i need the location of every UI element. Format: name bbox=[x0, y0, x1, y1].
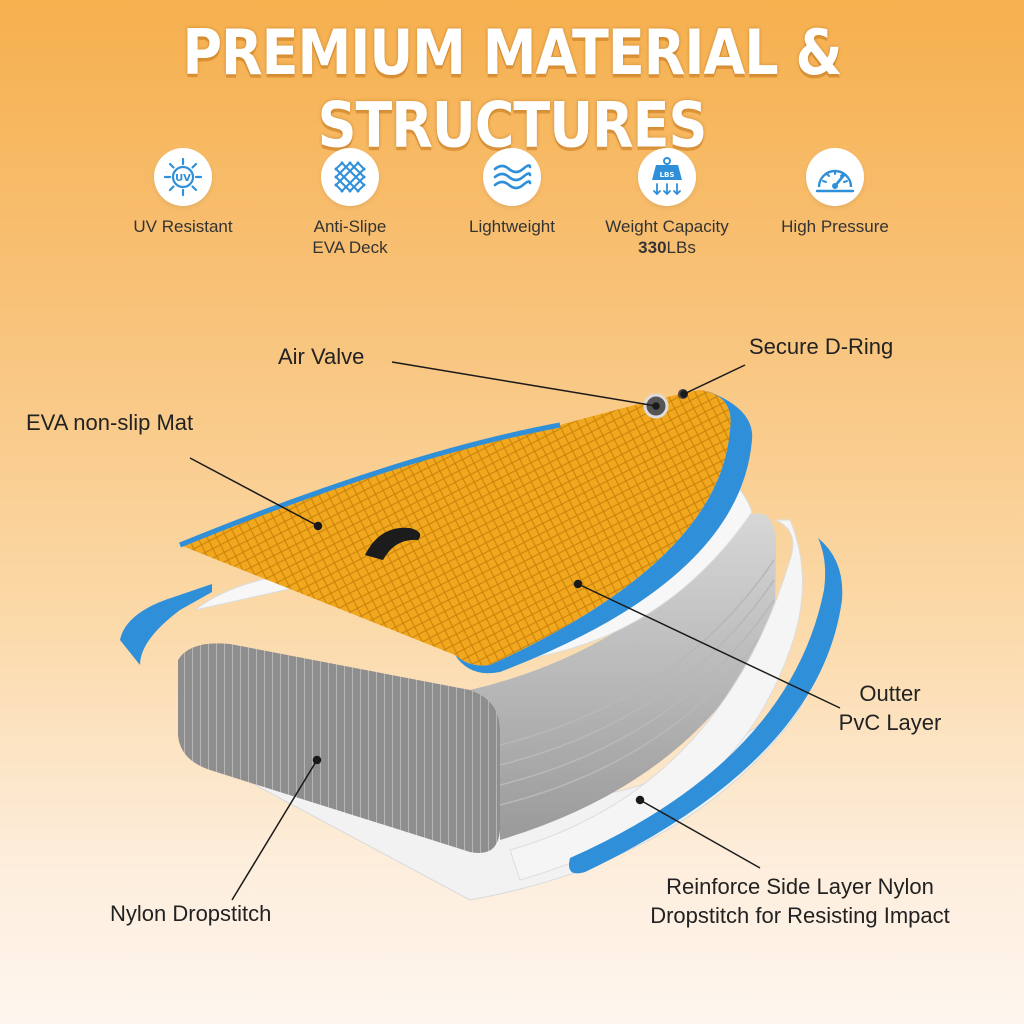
leader-d-ring bbox=[683, 364, 746, 395]
eva-deck bbox=[180, 390, 731, 666]
callout-reinforce-line2: Dropstitch for Resisting Impact bbox=[650, 903, 950, 928]
deck-top-edge bbox=[179, 422, 561, 548]
feature-weight-capacity: LBS Weight Capacity 330LBs bbox=[582, 148, 752, 258]
capacity-value: 330 bbox=[638, 238, 667, 257]
leader-dot-dropstitch bbox=[312, 755, 322, 765]
feature-lightweight: Lightweight bbox=[427, 148, 597, 237]
leader-reinforce bbox=[639, 799, 761, 869]
feature-row: UV UV Resistant Anti-Slipe EVA Deck bbox=[0, 148, 1024, 278]
reinforce-side-rail bbox=[569, 538, 843, 874]
feature-anti-slip: Anti-Slipe EVA Deck bbox=[265, 148, 435, 258]
feature-label-line1: Weight Capacity bbox=[605, 217, 729, 236]
leader-dot-eva-mat bbox=[313, 521, 323, 531]
callout-reinforce: Reinforce Side Layer Nylon Dropstitch fo… bbox=[600, 872, 1000, 930]
dropstitch-side bbox=[470, 513, 776, 840]
leader-outer-pvc bbox=[577, 583, 841, 709]
feature-uv-resistant: UV UV Resistant bbox=[98, 148, 268, 237]
feature-label: Weight Capacity 330LBs bbox=[582, 216, 752, 258]
feature-label: High Pressure bbox=[781, 217, 889, 236]
waves-icon bbox=[483, 148, 541, 206]
deck-blue-edge bbox=[455, 390, 753, 674]
dropstitch-core bbox=[178, 643, 500, 854]
callout-dropstitch: Nylon Dropstitch bbox=[110, 901, 272, 926]
anti-slip-mesh-icon bbox=[321, 148, 379, 206]
blue-rail-left bbox=[120, 584, 212, 665]
pressure-gauge-icon bbox=[806, 148, 864, 206]
callout-outer-pvc-line2: PvC Layer bbox=[838, 710, 942, 735]
lbs-badge-text: LBS bbox=[660, 171, 675, 179]
callout-d-ring: Secure D-Ring bbox=[749, 334, 894, 359]
callout-reinforce-line1: Reinforce Side Layer Nylon bbox=[666, 874, 934, 899]
leader-eva-mat bbox=[189, 457, 319, 527]
uv-sun-icon: UV bbox=[154, 148, 212, 206]
callout-outer-pvc-line1: Outter bbox=[859, 681, 921, 706]
feature-label-line1: Anti-Slipe bbox=[313, 217, 387, 236]
feature-high-pressure: High Pressure bbox=[750, 148, 920, 237]
leader-dot-reinforce bbox=[635, 795, 645, 805]
page-title: PREMIUM MATERIAL & STRUCTURES bbox=[182, 16, 842, 162]
capacity-line: 330LBs bbox=[582, 237, 752, 258]
capacity-unit: LBs bbox=[666, 238, 696, 257]
leader-dot-outer-pvc bbox=[573, 579, 583, 589]
deck-handle bbox=[365, 527, 421, 560]
leader-dot-air-valve bbox=[652, 402, 660, 410]
weight-lbs-icon: LBS bbox=[638, 148, 696, 206]
leader-dot-d-ring bbox=[680, 390, 688, 398]
feature-label-line2: EVA Deck bbox=[312, 238, 388, 257]
callout-air-valve: Air Valve bbox=[278, 344, 365, 369]
uv-badge-text: UV bbox=[175, 173, 191, 184]
leader-dropstitch bbox=[231, 759, 318, 901]
leader-air-valve bbox=[391, 361, 657, 407]
feature-label: Lightweight bbox=[468, 217, 555, 236]
feature-label: Anti-Slipe EVA Deck bbox=[265, 216, 435, 258]
callout-outer-pvc: Outter PvC Layer bbox=[830, 679, 950, 737]
feature-label: UV Resistant bbox=[133, 217, 233, 236]
dropstitch-ridges bbox=[499, 559, 775, 806]
callout-eva-mat: EVA non-slip Mat bbox=[26, 410, 194, 435]
